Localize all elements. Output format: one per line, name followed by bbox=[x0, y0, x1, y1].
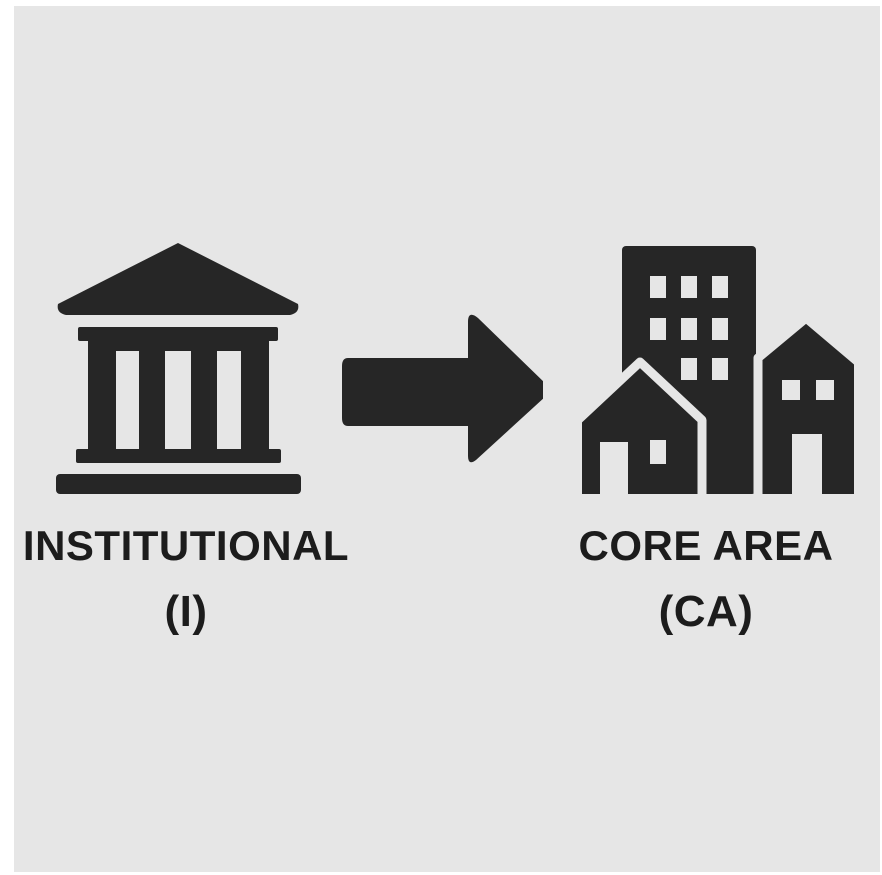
core-area-label: CORE AREA bbox=[578, 522, 834, 569]
institution-building-icon bbox=[38, 237, 333, 497]
city-buildings-icon bbox=[560, 238, 860, 498]
core-area-abbreviation: (CA) bbox=[658, 587, 754, 636]
institutional-abbreviation: (I) bbox=[164, 587, 208, 636]
institutional-label: INSTITUTIONAL bbox=[22, 522, 350, 569]
arrow-right-icon bbox=[328, 310, 543, 470]
